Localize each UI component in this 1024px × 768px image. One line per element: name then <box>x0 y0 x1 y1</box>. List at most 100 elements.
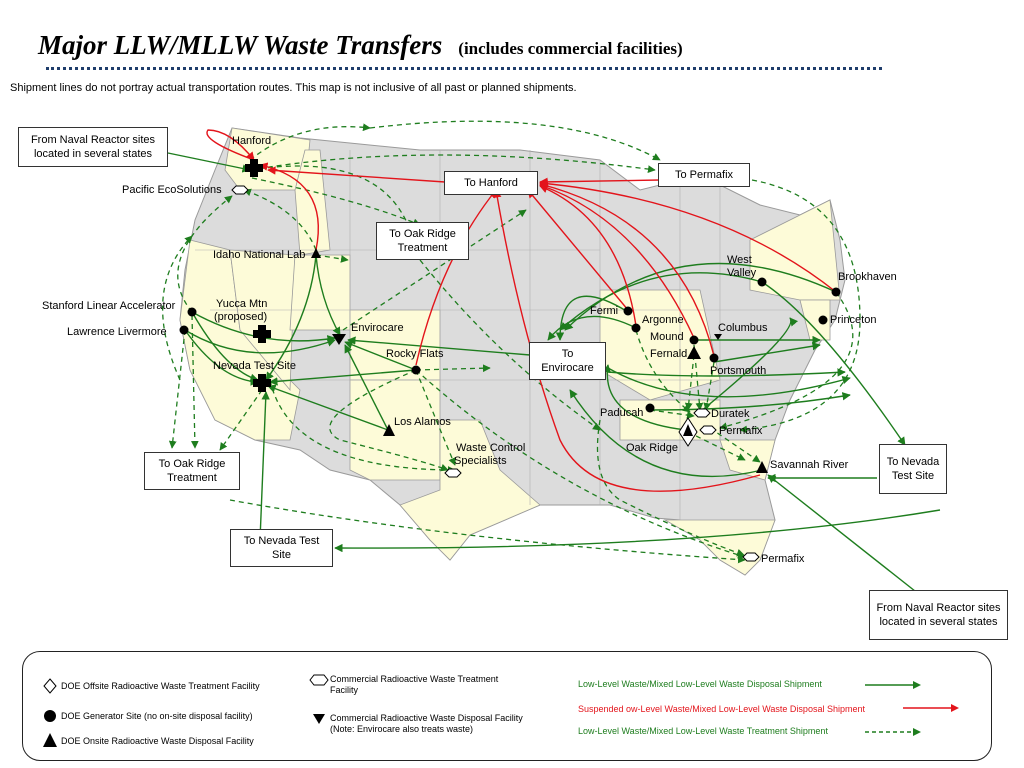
state-utah <box>289 254 351 331</box>
state-nevada <box>229 249 296 392</box>
legend-line-suspended: Suspended ow-Level Waste/Mixed Low-Level… <box>578 704 865 714</box>
mound-marker <box>689 335 699 345</box>
route <box>539 185 637 327</box>
treatment-shipments <box>162 120 861 564</box>
columbus-marker <box>714 334 722 340</box>
paducah-marker <box>645 403 655 413</box>
us-map: Hanford Pacific EcoSolutions Idaho Natio… <box>42 120 941 596</box>
portsmouth-marker <box>709 353 719 363</box>
nevada-label: Nevada Test Site <box>213 360 296 372</box>
route <box>703 361 715 411</box>
route <box>719 291 854 430</box>
triangle-icon <box>39 733 61 747</box>
duratek-marker <box>693 408 711 418</box>
wcs-label-2: Specialists <box>454 455 507 467</box>
route <box>761 281 906 446</box>
envirocare-label: Envirocare <box>351 322 404 334</box>
route <box>564 262 837 331</box>
circle-icon <box>39 709 61 723</box>
route <box>249 165 412 231</box>
box-naval-reactor-east: From Naval Reactor sites located in seve… <box>869 590 1008 640</box>
princeton-marker <box>818 315 828 325</box>
portsmouth-label: Portsmouth <box>710 365 766 377</box>
arrow-dashed-green-icon <box>865 728 921 736</box>
route <box>249 154 656 173</box>
legend: DOE Offsite Radioactive Waste Treatment … <box>22 651 992 761</box>
route <box>265 254 317 381</box>
route <box>162 235 193 381</box>
stanford-marker <box>187 307 197 317</box>
arrow-solid-green-icon <box>865 681 921 689</box>
stanford-label: Stanford Linear Accelerator <box>42 300 176 312</box>
pacific-ecosolutions-label: Pacific EcoSolutions <box>122 184 222 196</box>
route <box>206 129 255 161</box>
route <box>527 189 629 311</box>
route <box>342 209 527 331</box>
argonne-label: Argonne <box>642 314 684 326</box>
legend-line-treatment-label: Low-Level Waste/Mixed Low-Level Waste Tr… <box>578 726 828 736</box>
permafix-tn-label: Permafix <box>719 425 763 437</box>
lawrence-label: Lawrence Livermore <box>67 326 167 338</box>
fernald-label: Fernald <box>650 348 687 360</box>
legend-line-treatment: Low-Level Waste/Mixed Low-Level Waste Tr… <box>578 726 828 736</box>
box-to-envirocare: To Envirocare <box>529 342 606 380</box>
route <box>415 369 456 466</box>
title-subtitle: (includes commercial facilities) <box>458 39 683 58</box>
route <box>635 329 691 413</box>
route <box>167 152 251 173</box>
route <box>334 509 941 553</box>
state-new-jersey <box>799 299 831 341</box>
route <box>177 195 233 313</box>
suspended-shipments <box>206 129 837 492</box>
legend-commercial-treatment-label: Commercial Radioactive Waste Treatment F… <box>330 674 499 695</box>
title-divider <box>46 67 882 71</box>
route <box>219 389 263 451</box>
site-labels: Hanford Pacific EcoSolutions Idaho Natio… <box>42 135 897 565</box>
legend-commercial-disposal: Commercial Radioactive Waste Disposal Fa… <box>308 713 523 735</box>
route <box>539 181 715 357</box>
pacific-ecosolutions-marker <box>231 185 249 195</box>
inverted-triangle-icon <box>308 713 330 725</box>
west-valley-marker <box>757 277 767 287</box>
route <box>415 189 497 366</box>
los-alamos-marker <box>383 424 395 436</box>
route <box>259 391 270 541</box>
shaded-states <box>179 127 841 576</box>
legend-doe-offsite-label: DOE Offsite Radioactive Waste Treatment … <box>61 681 260 691</box>
permafix-tn-marker <box>699 425 717 435</box>
box-to-oak-ridge-west: To Oak Ridge Treatment <box>144 452 240 490</box>
hanford-label: Hanford <box>232 135 271 147</box>
route <box>329 369 449 472</box>
legend-doe-generator-label: DOE Generator Site (no on-site disposal … <box>61 711 253 721</box>
disposal-shipments <box>167 152 941 596</box>
arrow-solid-red-icon <box>903 704 959 712</box>
yucca-label-2: (proposed) <box>214 311 267 323</box>
route <box>569 389 763 478</box>
duratek-label: Duratek <box>711 408 750 420</box>
mound-label: Mound <box>650 331 684 343</box>
route <box>607 368 846 377</box>
oak-ridge-label: Oak Ridge <box>626 442 678 454</box>
route <box>547 315 637 341</box>
yucca-marker <box>253 325 271 343</box>
brookhaven-label: Brookhaven <box>838 271 897 283</box>
route <box>369 120 661 161</box>
route <box>315 254 341 336</box>
route <box>607 367 851 398</box>
route <box>269 379 456 474</box>
route <box>539 177 661 187</box>
route <box>267 166 446 183</box>
los-alamos-label: Los Alamos <box>394 416 451 428</box>
yucca-label-1: Yucca Mtn <box>216 298 267 310</box>
route <box>555 295 629 341</box>
idaho-marker <box>311 248 321 258</box>
route <box>539 183 695 339</box>
legend-doe-generator: DOE Generator Site (no on-site disposal … <box>39 709 299 723</box>
nevada-marker <box>253 374 271 392</box>
route <box>190 314 199 449</box>
box-to-nevada-center: To Nevada Test Site <box>230 529 333 567</box>
route <box>596 419 745 557</box>
permafix-fl-label: Permafix <box>761 553 805 565</box>
wcs-marker <box>444 468 462 478</box>
route <box>344 344 389 431</box>
